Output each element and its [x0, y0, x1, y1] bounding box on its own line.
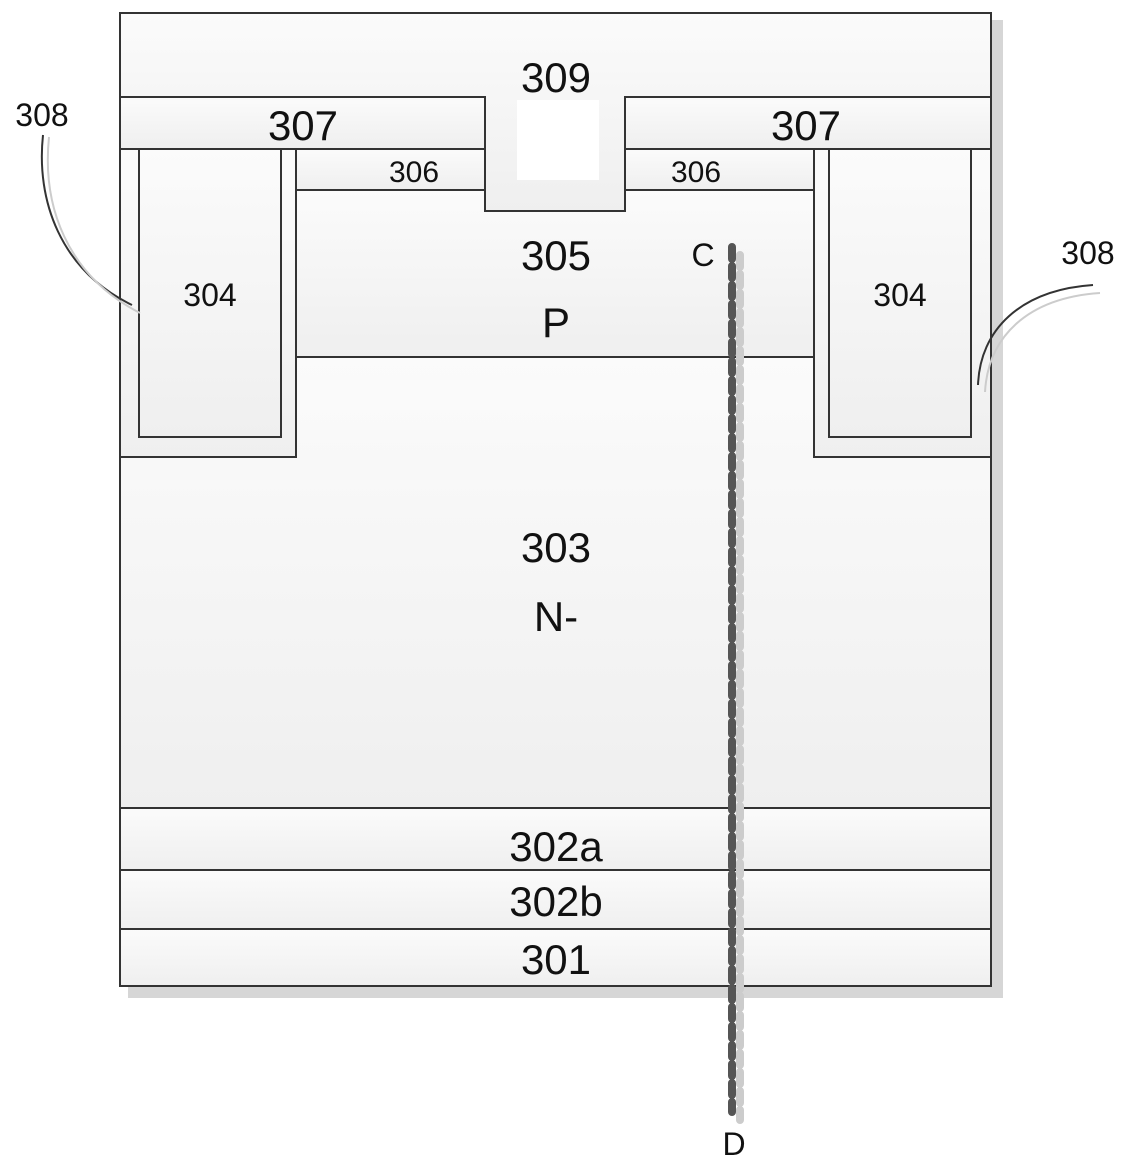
layer-309-contact-window [517, 100, 599, 180]
label-302b: 302b [509, 878, 602, 925]
label-305-type: P [542, 299, 570, 346]
label-308-left: 308 [15, 97, 68, 133]
callout-308-right-line-shadow [984, 292, 1101, 393]
label-304-left: 304 [183, 277, 236, 313]
label-305: 305 [521, 232, 591, 279]
label-306-right: 306 [671, 156, 721, 189]
label-cut-d: D [722, 1126, 745, 1162]
label-309: 309 [521, 54, 591, 101]
layer-302a [119, 807, 992, 871]
label-304-right: 304 [873, 277, 926, 313]
label-306-left: 306 [389, 156, 439, 189]
layer-304-trench-right [828, 148, 972, 438]
layer-305-p-body [295, 189, 815, 358]
callout-308-left-line [40, 134, 133, 306]
label-301: 301 [521, 936, 591, 983]
callout-308-right-line [977, 284, 1094, 386]
label-307-left: 307 [268, 102, 338, 149]
label-307-right: 307 [771, 102, 841, 149]
layer-306-right [624, 148, 815, 191]
label-308-right: 308 [1061, 235, 1114, 271]
label-302a: 302a [509, 823, 603, 870]
layer-306-left [295, 148, 486, 191]
layer-304-trench-left [138, 148, 282, 438]
layer-301 [119, 928, 992, 987]
label-303: 303 [521, 524, 591, 571]
label-cut-c: C [691, 237, 714, 273]
callout-308-left-line-shadow [46, 136, 141, 314]
label-303-type: N- [534, 593, 578, 640]
